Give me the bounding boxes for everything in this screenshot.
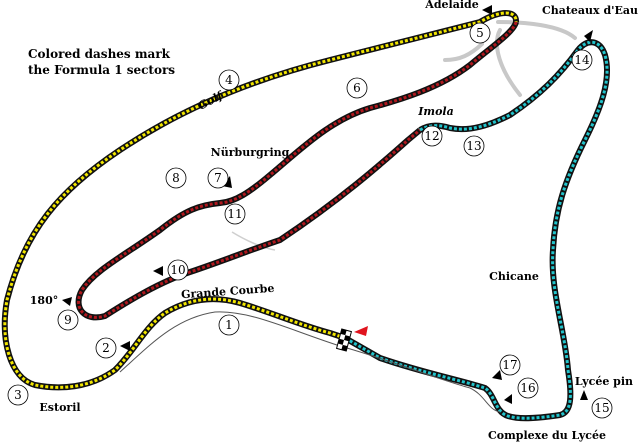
legend-note: Colored dashes mark the Formula 1 sector…: [28, 46, 175, 78]
corner-marker-3: 3: [7, 384, 29, 406]
corner-name-chateaux-deau: Chateaux d'Eau: [542, 4, 638, 17]
svg-text:14: 14: [574, 53, 590, 67]
legend-note-line-1: Colored dashes mark: [28, 47, 170, 61]
svg-text:4: 4: [225, 73, 233, 87]
svg-text:7: 7: [214, 171, 222, 185]
service-road-hairpin: [443, 42, 484, 62]
corner-marker-5: 5: [469, 22, 491, 44]
label-chicane: Chicane: [489, 270, 539, 283]
corner-name-180: 180°: [30, 294, 58, 307]
pointer-icon: [504, 394, 512, 404]
corner-marker-9: 9: [57, 309, 79, 331]
legend-note-line-2: the Formula 1 sectors: [28, 63, 176, 77]
pointer-icon: [492, 370, 502, 380]
corner-marker-11: 11: [224, 203, 246, 225]
sector-2-track: [75, 20, 519, 321]
corner-marker-4: 4: [218, 69, 240, 91]
svg-text:9: 9: [64, 313, 72, 327]
corner-marker-15: 15: [591, 397, 613, 419]
corner-marker-12: 12: [421, 125, 443, 147]
corner-marker-13: 13: [463, 135, 485, 157]
corner-marker-8: 8: [165, 167, 187, 189]
svg-text:8: 8: [172, 171, 180, 185]
corner-name-estoril: Estoril: [39, 401, 80, 414]
corner-marker-1: 1: [218, 314, 240, 336]
corner-marker-6: 6: [346, 77, 368, 99]
pointer-icon: [580, 390, 588, 400]
svg-text:16: 16: [520, 381, 535, 395]
corner-name-complexe-du-lycee: Complexe du Lycée: [488, 429, 606, 442]
service-road-north: [496, 20, 577, 40]
corner-name-lycee-pin: Lycée pin: [575, 375, 633, 388]
svg-text:6: 6: [353, 81, 361, 95]
corner-names: Adelaide Chateaux d'Eau Nürburgring Imol…: [30, 0, 638, 442]
sector-3-track: [343, 39, 611, 422]
svg-text:10: 10: [170, 263, 185, 277]
svg-text:3: 3: [14, 388, 22, 402]
service-road-cutoff: [494, 28, 522, 97]
corner-markers: 1 2 3 4 5 6 7 8: [7, 22, 613, 419]
svg-text:1: 1: [225, 318, 233, 332]
pointer-icon: [62, 297, 72, 306]
svg-text:2: 2: [102, 341, 110, 355]
corner-name-adelaide: Adelaide: [424, 0, 478, 11]
svg-text:11: 11: [227, 207, 242, 221]
corner-pointers: [62, 5, 593, 404]
svg-text:13: 13: [466, 139, 481, 153]
corner-marker-14: 14: [571, 49, 593, 71]
pointer-icon: [153, 266, 163, 276]
start-finish-line: [335, 328, 353, 352]
corner-name-golf: Golf: [196, 88, 227, 113]
corner-marker-17: 17: [499, 354, 521, 376]
corner-name-imola: Imola: [417, 105, 453, 118]
old-link-road: [231, 231, 276, 251]
pointer-icon: [120, 341, 130, 351]
corner-marker-2: 2: [95, 337, 117, 359]
sector-1-track: [1, 10, 519, 391]
svg-text:5: 5: [476, 26, 484, 40]
corner-marker-10: 10: [167, 259, 189, 281]
pointer-icon: [584, 30, 593, 42]
svg-text:15: 15: [594, 401, 609, 415]
corner-marker-7: 7: [207, 167, 229, 189]
pointer-icon: [482, 5, 492, 15]
direction-arrow-icon: [354, 326, 368, 336]
svg-text:17: 17: [502, 358, 517, 372]
svg-text:12: 12: [424, 129, 439, 143]
service-roads: [443, 20, 577, 97]
corner-marker-16: 16: [517, 377, 539, 399]
corner-name-nurburgring: Nürburgring: [211, 146, 290, 159]
runoff-line: [119, 311, 501, 413]
